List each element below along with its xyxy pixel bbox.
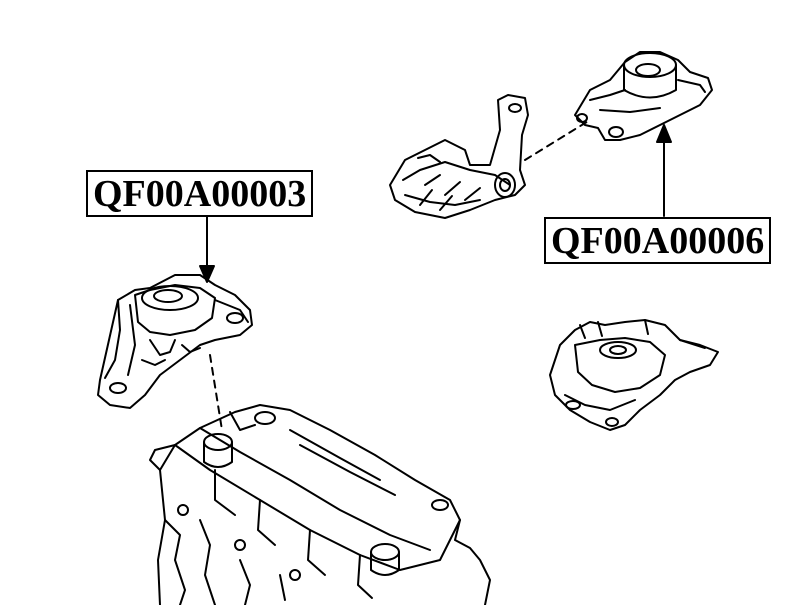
engine-mount-right	[97, 274, 253, 409]
part-number-label-right: QF00A00006	[544, 217, 772, 264]
transmission-mount-top	[574, 51, 713, 141]
left-dashed-connector	[209, 354, 223, 431]
left-callout-arrow	[199, 209, 215, 283]
transmission-mount-bracket	[389, 94, 529, 219]
right-dashed-connector	[524, 119, 591, 161]
engine-block	[149, 404, 491, 606]
part-number-label-left: QF00A00003	[86, 170, 314, 217]
right-callout-arrow	[656, 124, 672, 217]
transmission-mount-lower	[549, 319, 719, 431]
